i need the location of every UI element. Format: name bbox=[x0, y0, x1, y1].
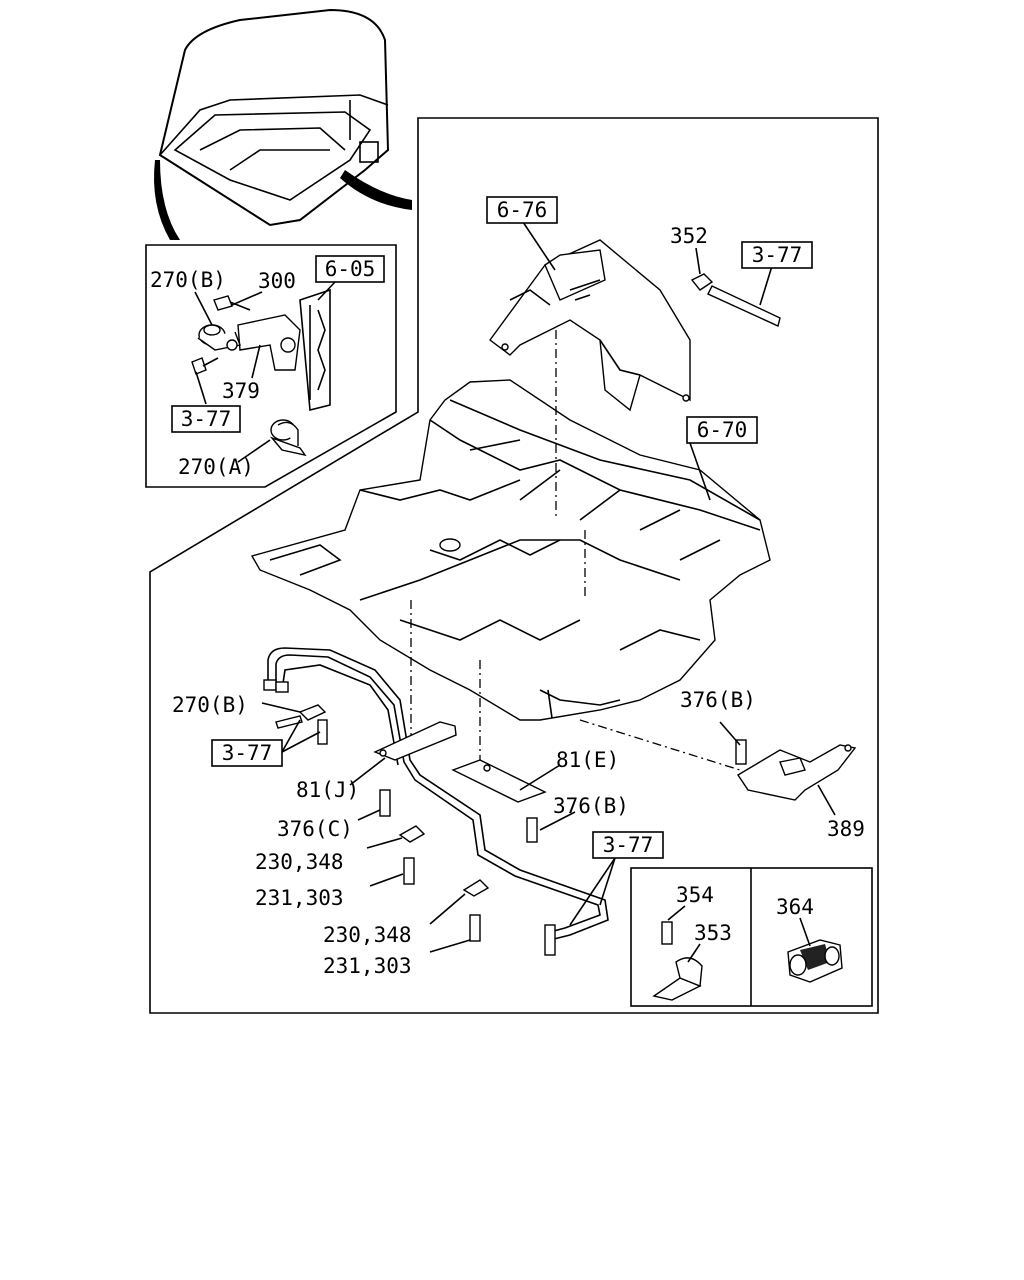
label-81e: 81(E) bbox=[556, 748, 619, 772]
inset-panel: 6-05 270(B) 300 379 3-77 270(A) bbox=[145, 244, 397, 488]
label-376b-right: 376(B) bbox=[680, 688, 756, 712]
label-3-77-top: 3-77 bbox=[752, 243, 803, 267]
label-3-77-left: 3-77 bbox=[222, 741, 273, 765]
label-353: 353 bbox=[694, 921, 732, 945]
leader-3-77-bottom-b bbox=[599, 857, 616, 906]
label-81j: 81(J) bbox=[296, 778, 359, 802]
vehicle-overview-sketch bbox=[154, 8, 412, 240]
label-376b-mid: 376(B) bbox=[553, 794, 629, 818]
rod-and-nut-sketch bbox=[690, 247, 781, 327]
label-376c: 376(C) bbox=[277, 817, 353, 841]
label-6-05: 6-05 bbox=[325, 257, 376, 281]
clip-353-sketch bbox=[652, 905, 703, 1001]
label-6-70: 6-70 bbox=[697, 418, 748, 442]
label-354: 354 bbox=[676, 883, 714, 907]
frame-rail-sketch bbox=[299, 288, 331, 412]
bracket-6-76-sketch bbox=[489, 221, 691, 412]
label-352: 352 bbox=[670, 224, 708, 248]
bracket-389-sketch bbox=[737, 744, 857, 816]
label-270a: 270(A) bbox=[178, 455, 254, 479]
brake-pipe-sketch bbox=[263, 647, 609, 956]
fasteners-sketch bbox=[261, 702, 747, 953]
label-230-348-a: 230,348 bbox=[255, 850, 344, 874]
label-300: 300 bbox=[258, 269, 296, 293]
label-3-77-bottom: 3-77 bbox=[603, 833, 654, 857]
label-230-348-b: 230,348 bbox=[323, 923, 412, 947]
label-270b-main: 270(B) bbox=[172, 693, 248, 717]
label-6-76: 6-76 bbox=[497, 198, 548, 222]
label-379: 379 bbox=[222, 379, 260, 403]
clip-364-sketch bbox=[787, 917, 843, 983]
floor-pan-sketch bbox=[250, 379, 771, 721]
label-231-303-b: 231,303 bbox=[323, 954, 412, 978]
detail-panel: 354 353 364 bbox=[630, 867, 873, 1007]
mount-270a-sketch bbox=[269, 419, 307, 457]
label-364: 364 bbox=[776, 895, 814, 919]
mount-bracket-sketch bbox=[191, 295, 301, 375]
label-3-77-inset: 3-77 bbox=[181, 407, 232, 431]
leader-3-77-bottom-a bbox=[569, 857, 616, 926]
bracket-81j-sketch bbox=[349, 721, 457, 786]
label-270b-inset: 270(B) bbox=[150, 268, 226, 292]
center-line-5 bbox=[579, 719, 741, 771]
label-231-303-a: 231,303 bbox=[255, 886, 344, 910]
bracket-81e-sketch bbox=[451, 759, 561, 803]
label-389: 389 bbox=[827, 817, 865, 841]
